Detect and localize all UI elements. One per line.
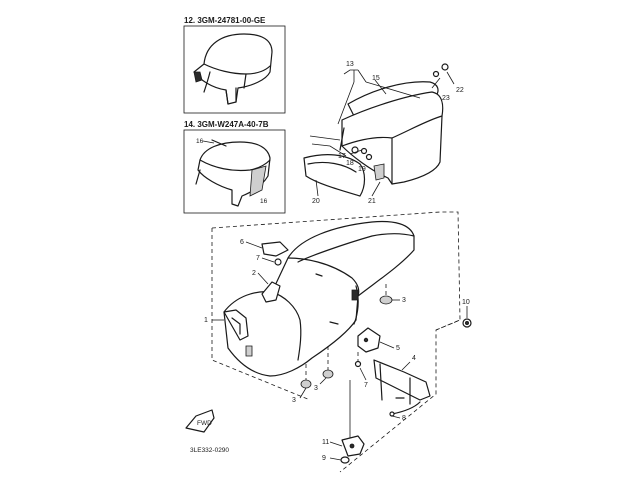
leader-9: [329, 457, 342, 461]
callout-3-mid: 3: [314, 385, 318, 392]
washer-23: [432, 70, 440, 78]
leader-16-top: [202, 140, 215, 144]
leader-13: [343, 69, 367, 83]
leader-4: [401, 361, 411, 371]
callout-17: 17: [338, 153, 346, 160]
inset-14: 14. 3GM-W247A-40-7B 16 16: [183, 120, 286, 214]
leader-5: [379, 341, 395, 349]
callout-7-upper: 7: [256, 255, 260, 262]
callout-22: 22: [456, 87, 464, 94]
hook-6: [261, 241, 289, 257]
cable-8: [391, 401, 421, 415]
leader-3b: [299, 387, 307, 399]
damper-3-front: [300, 379, 312, 389]
washer-18: [360, 147, 368, 155]
callout-3-rear: 3: [402, 297, 406, 304]
leader-7a: [261, 257, 275, 263]
callout-19: 19: [358, 166, 366, 173]
callout-16-top: 16: [196, 138, 204, 145]
nut-19: [365, 153, 373, 161]
lock-bracket-4: [373, 359, 431, 401]
leader-21: [371, 181, 381, 197]
inset-12-frame: [183, 25, 286, 114]
exploded-boundary: [211, 211, 461, 473]
inset-12-rear-seat: [193, 33, 273, 105]
callout-4: 4: [412, 355, 416, 362]
callout-20: 20: [312, 198, 320, 205]
callout-18: 18: [346, 160, 354, 167]
inset-14-frame: [183, 129, 286, 214]
nut-7-upper: [274, 258, 282, 266]
main-seat-1: [223, 220, 415, 377]
inset-12-title: 12. 3GM-24781-00-GE: [184, 16, 266, 25]
callout-2: 2: [252, 270, 256, 277]
damper-3-rear: [379, 295, 393, 305]
callout-13: 13: [346, 61, 354, 68]
leader-20: [315, 179, 319, 197]
leader-3c: [319, 377, 327, 385]
callout-15: 15: [372, 75, 380, 82]
inset-14-title: 14. 3GM-W247A-40-7B: [184, 120, 269, 129]
callout-16-bottom: 16: [260, 198, 268, 205]
damper-3-mid: [322, 369, 334, 379]
pad-20: [303, 154, 366, 197]
callout-3-front: 3: [292, 397, 296, 404]
callout-7-lower: 7: [364, 382, 368, 389]
callout-11: 11: [322, 439, 329, 446]
drawing-code: 3LE332-0290: [190, 447, 229, 454]
inset-12: 12. 3GM-24781-00-GE: [183, 16, 286, 114]
callout-10: 10: [462, 299, 470, 306]
inset-14-seat-cowl: [195, 139, 271, 207]
leader-2: [257, 272, 269, 285]
callout-23: 23: [442, 95, 450, 102]
front-direction-arrow: FWD: [185, 409, 215, 433]
callout-6: 6: [240, 239, 244, 246]
bracket-2: [261, 281, 281, 303]
key-9: [340, 456, 350, 464]
leader-6: [245, 241, 263, 249]
leader-11: [329, 441, 343, 447]
front-arrow-label: FWD: [197, 420, 212, 427]
callout-5: 5: [396, 345, 400, 352]
leader-15: [374, 79, 387, 95]
leader-7b: [359, 367, 367, 381]
leader-22: [446, 71, 455, 85]
bracket-21: [373, 163, 385, 181]
callout-21: 21: [368, 198, 376, 205]
screw-22: [441, 63, 449, 71]
callout-8: 8: [402, 415, 406, 422]
stay-5: [357, 327, 381, 353]
leader-8: [391, 415, 401, 419]
nut-7-lower: [354, 360, 362, 368]
rear-seat-exploded: [303, 63, 455, 197]
callout-1: 1: [204, 317, 208, 324]
callout-9: 9: [322, 455, 326, 462]
